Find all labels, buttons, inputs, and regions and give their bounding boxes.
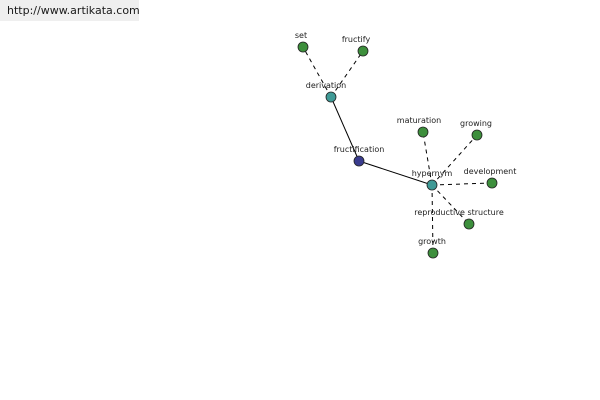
node-label-development[interactable]: development bbox=[464, 167, 517, 176]
edge-hypernym-reproductive-structure bbox=[431, 184, 470, 225]
node-label-maturation[interactable]: maturation bbox=[397, 116, 441, 125]
edge-derivation-set bbox=[302, 46, 332, 98]
source-url-banner[interactable]: http://www.artikata.com bbox=[0, 0, 140, 21]
edges-layer bbox=[302, 46, 493, 254]
node-label-growing[interactable]: growing bbox=[460, 119, 492, 128]
source-url-text[interactable]: http://www.artikata.com bbox=[7, 4, 140, 17]
edge-fructification-hypernym bbox=[358, 160, 433, 186]
labels-layer: fructification derivation hypernym set fruct… bbox=[295, 31, 517, 246]
node-label-fructification[interactable]: fructification bbox=[334, 145, 385, 154]
edge-hypernym-growth bbox=[431, 184, 434, 254]
node-label-hypernym[interactable]: hypernym bbox=[412, 169, 453, 178]
edge-hypernym-growing bbox=[431, 134, 478, 186]
node-maturation[interactable] bbox=[417, 126, 429, 138]
edge-hypernym-maturation bbox=[422, 131, 433, 186]
node-development[interactable] bbox=[486, 177, 498, 189]
node-growing[interactable] bbox=[471, 129, 483, 141]
edge-derivation-fructify bbox=[330, 50, 364, 98]
node-label-fructify[interactable]: fructify bbox=[342, 35, 371, 44]
node-label-derivation[interactable]: derivation bbox=[306, 81, 346, 90]
node-label-growth[interactable]: growth bbox=[418, 237, 446, 246]
node-label-set[interactable]: set bbox=[295, 31, 307, 40]
nodes-layer bbox=[297, 41, 498, 259]
node-growth[interactable] bbox=[427, 247, 439, 259]
edge-fructification-derivation bbox=[330, 96, 360, 162]
node-set[interactable] bbox=[297, 41, 309, 53]
node-derivation[interactable] bbox=[325, 91, 337, 103]
node-label-reproductive-structure[interactable]: reproductive structure bbox=[414, 208, 504, 217]
node-reproductive-structure[interactable] bbox=[463, 218, 475, 230]
edge-hypernym-development bbox=[431, 182, 493, 186]
node-fructify[interactable] bbox=[357, 45, 369, 57]
node-hypernym[interactable] bbox=[426, 179, 438, 191]
node-fructification[interactable] bbox=[353, 155, 365, 167]
